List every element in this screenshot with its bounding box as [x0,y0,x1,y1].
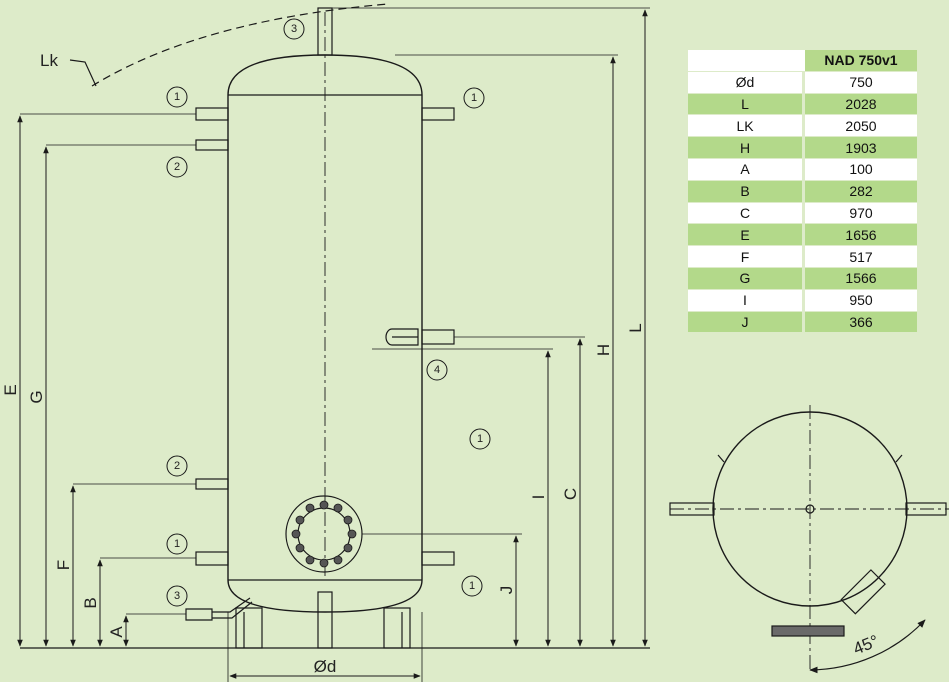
leg-center [317,591,333,649]
dim-j-label: J [497,586,516,595]
spec-value: 1903 [805,137,917,159]
nozzle-1-right-top [421,107,455,121]
callout-1-top-right: 1 [471,92,477,104]
spec-label: G [688,267,805,290]
leg-right [383,607,411,649]
spec-label: C [688,202,805,225]
callout-4: 4 [434,364,440,376]
angle-arc [809,619,926,674]
flange-bolts [291,500,357,568]
spec-label: B [688,180,805,203]
spec-label: Ød [688,71,805,94]
spec-value: 366 [805,311,917,334]
dim-d-label: Ød [314,657,337,676]
dim-l-label: L [626,323,645,332]
spec-value: 970 [805,202,917,225]
spec-value: 1656 [805,224,917,247]
callout-2-bottom: 2 [174,460,180,472]
dim-f-label: F [54,560,73,570]
nozzle-2-left-top [195,139,229,151]
spec-label: I [688,289,805,312]
spec-value: 2050 [805,115,917,138]
top-view-tick-left [717,454,725,463]
callout-3-top: 3 [291,23,297,35]
spec-value: 2028 [805,93,917,116]
callout-1-middle: 1 [477,433,483,445]
spec-value: 1566 [805,267,917,290]
top-view-nozzle-left [669,502,715,516]
nozzle-2-left-bottom [195,478,229,490]
lk-arc [91,3,389,87]
spec-header-label [688,50,805,72]
dim-h-label: H [594,344,613,356]
leg-left [235,607,263,649]
bottom-drain [185,597,253,621]
nozzle-4 [421,329,455,345]
spec-header-row: NAD 750v1 [688,50,917,72]
callout-1-top-left: 1 [174,91,180,103]
top-view-nozzle-45 [840,569,886,615]
spec-label: A [688,158,805,181]
spec-label: L [688,93,805,116]
dim-c-label: C [561,488,580,500]
callout-3-bottom: 3 [174,590,180,602]
nozzle-4-cylinder [385,328,419,346]
spec-value: 282 [805,180,917,203]
spec-label: H [688,137,805,159]
spec-label: J [688,311,805,334]
top-view-nozzle-right [905,502,947,516]
dim-lk-label: Lk [40,51,58,70]
spec-label: E [688,224,805,247]
dim-b-label: B [81,597,100,608]
top-view-flange [771,625,845,637]
lk-leader [69,59,97,87]
callout-1-bottom-left: 1 [174,538,180,550]
dim-e-label: E [1,384,20,395]
top-nozzle [317,7,333,56]
spec-value: 517 [805,246,917,268]
spec-header-value: NAD 750v1 [805,50,917,72]
nozzle-1-left-bottom [195,551,229,566]
dim-a-label: A [107,626,126,638]
top-view-tick-right [895,454,903,463]
spec-label: LK [688,115,805,138]
spec-value: 100 [805,158,917,181]
callout-1-bottom-right: 1 [469,580,475,592]
dim-g-label: G [27,390,46,403]
top-view-center [805,504,815,514]
callout-2-top: 2 [174,161,180,173]
nozzle-1-left-top [195,107,229,121]
nozzle-1-right-bottom [421,551,455,566]
dim-i-label: I [529,495,548,500]
spec-value: 950 [805,289,917,312]
flange-inner [297,507,351,561]
spec-value: 750 [805,71,917,94]
spec-label: F [688,246,805,268]
